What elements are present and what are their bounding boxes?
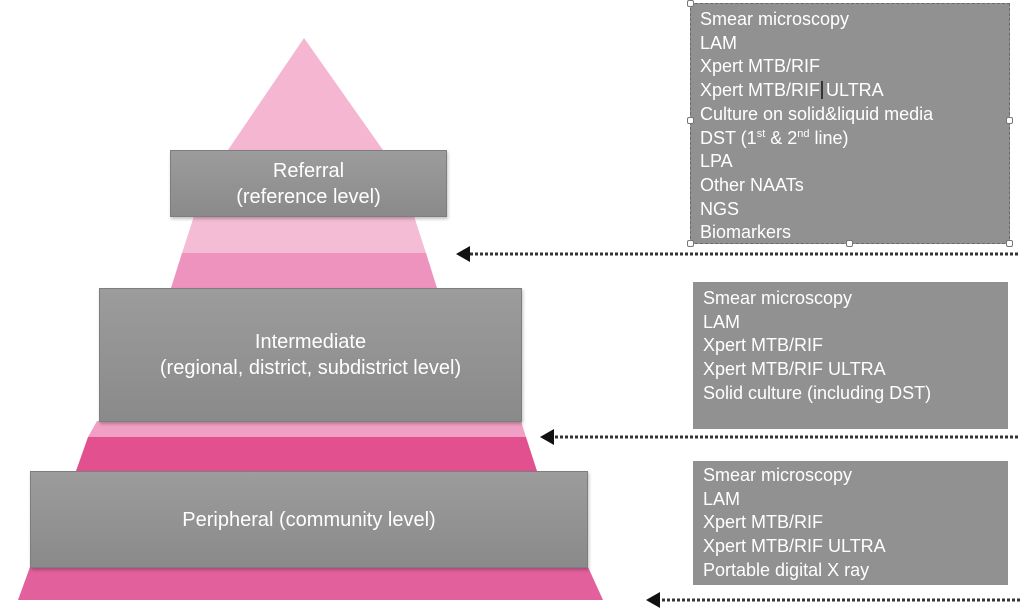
text-cursor <box>821 81 824 100</box>
pyramid-band-3 <box>88 421 526 437</box>
resize-handle-bottom[interactable] <box>846 240 853 247</box>
level-box-referral: Referral (reference level) <box>170 150 447 217</box>
list-item: NGS <box>700 198 740 219</box>
resize-handle-bottom-left[interactable] <box>687 240 694 247</box>
dst-text: DST (1 <box>700 127 757 148</box>
list-item: Biomarkers <box>700 222 792 243</box>
dst-sup-first: st <box>756 127 766 140</box>
dst-text-end: line) <box>809 127 849 148</box>
list-item: Smear microscopy <box>703 288 853 308</box>
referral-tests-box[interactable]: Smear microscopy LAM Xpert MTB/RIF Xpert… <box>690 3 1010 244</box>
intermediate-tests-list: Smear microscopy LAM Xpert MTB/RIF Xpert… <box>703 287 1008 406</box>
arrow-intermediate <box>540 429 1018 445</box>
list-item: Xpert MTB/RIF ULTRA <box>703 359 886 380</box>
dst-text-mid: & 2 <box>765 127 798 148</box>
list-item: LAM <box>703 488 741 509</box>
level-intermediate-title: Intermediate <box>254 331 367 353</box>
level-box-peripheral: Peripheral (community level) <box>30 471 588 568</box>
resize-handle-right[interactable] <box>1006 117 1013 124</box>
ultra-prefix: Xpert MTB/RIF <box>700 80 821 101</box>
level-peripheral-title: Peripheral (community level) <box>182 508 436 531</box>
list-item: DST (1st & 2nd line) <box>700 127 1009 151</box>
pyramid-band-5 <box>18 567 603 600</box>
peripheral-tests-box: Smear microscopy LAM Xpert MTB/RIF Xpert… <box>693 461 1008 585</box>
pyramid-band-1 <box>182 216 426 253</box>
intermediate-tests-box: Smear microscopy LAM Xpert MTB/RIF Xpert… <box>693 282 1008 429</box>
level-referral-subtitle: (reference level) <box>236 185 381 208</box>
list-item: LPA <box>700 151 733 172</box>
list-item: Xpert MTB/RIF <box>703 512 824 533</box>
resize-handle-top-left[interactable] <box>687 0 694 7</box>
list-item: LAM <box>703 311 741 332</box>
level-box-intermediate: Intermediate (regional, district, subdis… <box>99 288 522 422</box>
arrow-referral <box>456 246 1018 262</box>
peripheral-tests-list: Smear microscopy LAM Xpert MTB/RIF Xpert… <box>703 464 1008 583</box>
list-item: Culture on solid&liquid media <box>700 103 934 124</box>
list-item: Xpert MTB/RIF ULTRA <box>703 536 886 557</box>
list-item: LAM <box>700 32 738 53</box>
level-intermediate-subtitle: (regional, district, subdistrict level) <box>159 357 462 379</box>
list-item: Other NAATs <box>700 174 804 195</box>
pyramid-band-4 <box>76 437 537 471</box>
resize-handle-bottom-right[interactable] <box>1006 240 1013 247</box>
pyramid-tier-top <box>228 38 383 150</box>
list-item: Portable digital X ray <box>703 559 870 580</box>
ultra-suffix: ULTRA <box>826 80 884 101</box>
list-item: Smear microscopy <box>700 9 850 29</box>
arrow-peripheral <box>646 592 1020 608</box>
list-item: Solid culture (including DST) <box>703 382 932 403</box>
resize-handle-left[interactable] <box>687 117 694 124</box>
level-referral-title: Referral <box>272 159 345 182</box>
list-item: Xpert MTB/RIF <box>703 335 824 356</box>
list-item: Xpert MTB/RIF <box>700 56 821 77</box>
list-item: Smear microscopy <box>703 465 853 485</box>
pyramid-band-2 <box>171 253 437 288</box>
referral-tests-list: Smear microscopy LAM Xpert MTB/RIF Xpert… <box>700 8 1009 245</box>
dst-sup-second: nd <box>797 127 810 140</box>
